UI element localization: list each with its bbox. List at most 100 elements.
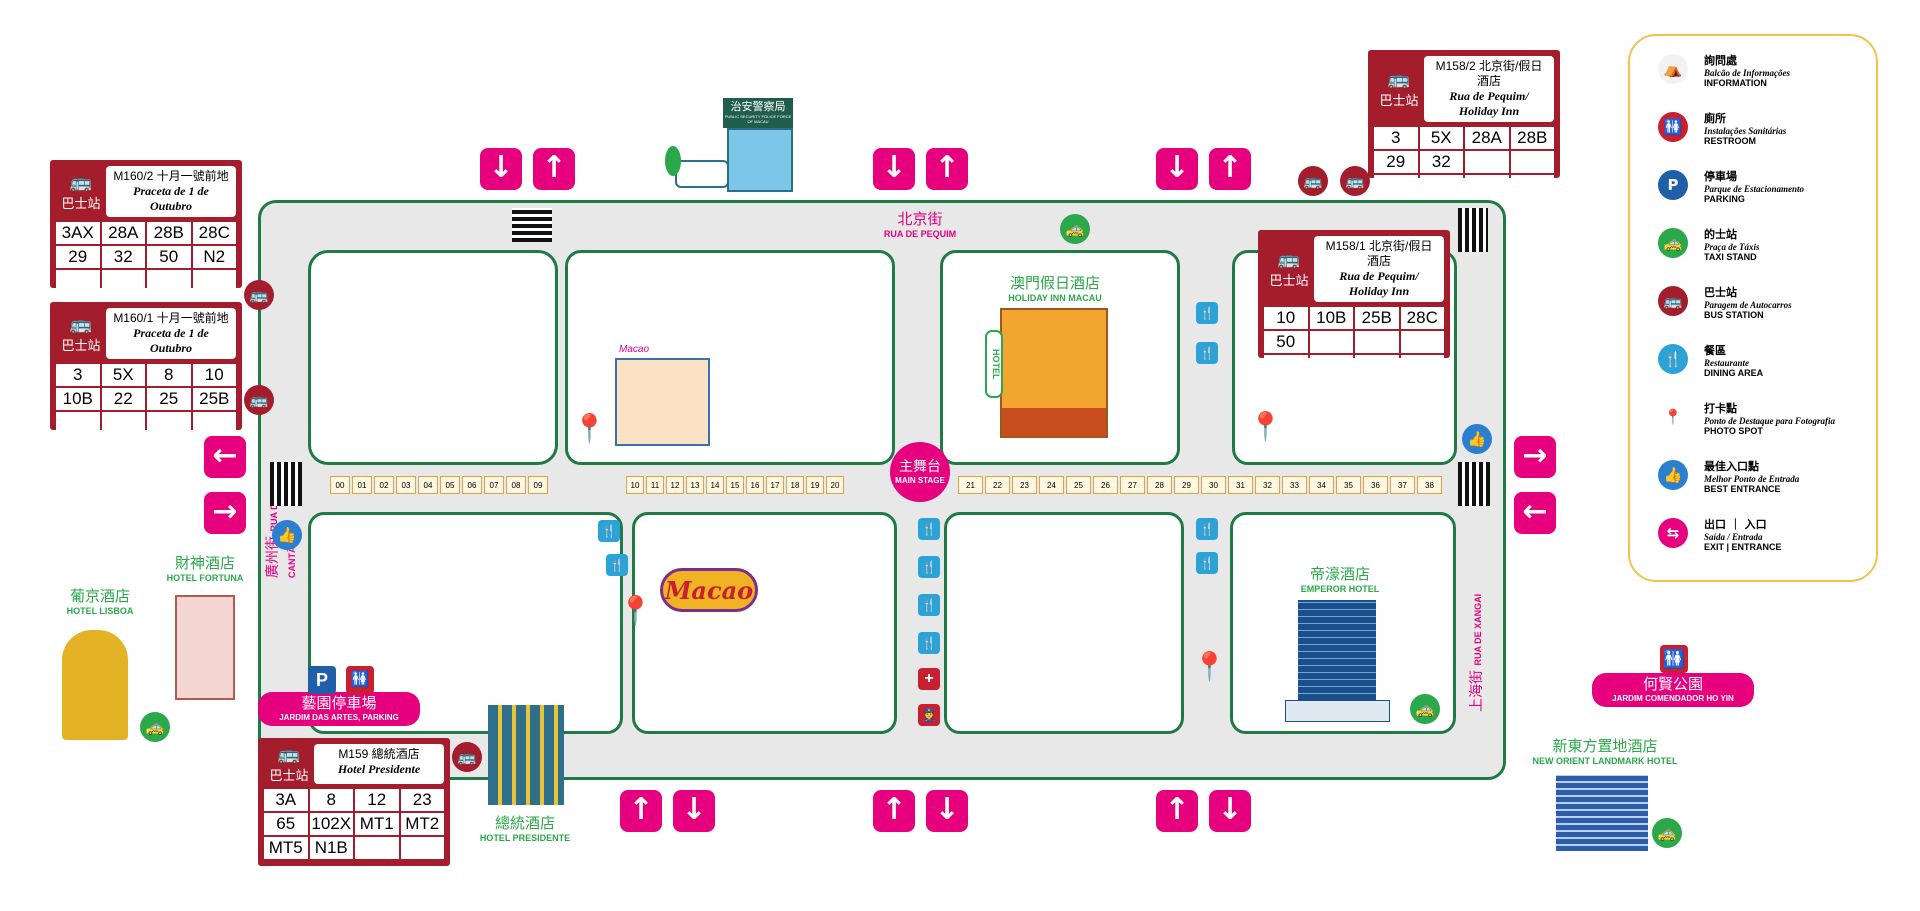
entrance-arrow-bottom-2[interactable]: ↑ bbox=[873, 790, 915, 832]
ho-yin-park[interactable]: 何賢公園 JARDIM COMENDADOR HO YIN bbox=[1592, 673, 1754, 707]
bus-label: 巴士站 bbox=[61, 196, 101, 212]
new-orient-building[interactable] bbox=[1556, 775, 1648, 851]
stall-33[interactable]: 33 bbox=[1282, 476, 1307, 494]
photo-spot-icon[interactable]: 📍 bbox=[1248, 411, 1283, 442]
fortuna-building[interactable] bbox=[175, 595, 235, 700]
entrance-arrow-top-1[interactable]: ↑ bbox=[533, 148, 575, 190]
exit-arrow-left[interactable]: ← bbox=[204, 436, 246, 478]
entrance-arrow-top-2[interactable]: ↑ bbox=[926, 148, 968, 190]
entrance-arrow-bottom-1[interactable]: ↑ bbox=[620, 790, 662, 832]
stall-24[interactable]: 24 bbox=[1039, 476, 1064, 494]
route-cell bbox=[1355, 331, 1399, 353]
macao-sign-photo-spot[interactable]: Macao bbox=[660, 568, 758, 612]
taxi-stand-icon[interactable]: 🚕 bbox=[1410, 694, 1440, 724]
best-entrance-icon: 👍 bbox=[1656, 458, 1690, 492]
parking-arts-garden[interactable]: 藝園停車場 JARDIM DAS ARTES, PARKING bbox=[258, 692, 420, 726]
taxi-stand-icon: 🚕 bbox=[1656, 226, 1690, 260]
stall-06[interactable]: 06 bbox=[462, 476, 482, 494]
stall-15[interactable]: 15 bbox=[726, 476, 744, 494]
parking-icon: P bbox=[1656, 168, 1690, 202]
emperor-building[interactable] bbox=[1298, 600, 1376, 700]
best-entrance-icon[interactable]: 👍 bbox=[1462, 424, 1492, 454]
stall-08[interactable]: 08 bbox=[506, 476, 526, 494]
photo-spot-icon[interactable]: 📍 bbox=[618, 595, 653, 626]
stall-03[interactable]: 03 bbox=[396, 476, 416, 494]
stall-01[interactable]: 01 bbox=[352, 476, 372, 494]
stall-09[interactable]: 09 bbox=[528, 476, 548, 494]
best-entrance-icon[interactable]: 👍 bbox=[272, 520, 302, 550]
stall-20[interactable]: 20 bbox=[826, 476, 844, 494]
stall-23[interactable]: 23 bbox=[1012, 476, 1037, 494]
stall-34[interactable]: 34 bbox=[1309, 476, 1334, 494]
stall-30[interactable]: 30 bbox=[1201, 476, 1226, 494]
presidente-building[interactable] bbox=[488, 705, 564, 805]
route-cell bbox=[1400, 355, 1444, 377]
taxi-stand-icon[interactable]: 🚕 bbox=[1652, 818, 1682, 848]
stall-38[interactable]: 38 bbox=[1417, 476, 1442, 494]
stall-35[interactable]: 35 bbox=[1336, 476, 1361, 494]
stall-05[interactable]: 05 bbox=[440, 476, 460, 494]
macao-kiosk[interactable]: Macao bbox=[615, 344, 710, 446]
holiday-inn-building[interactable] bbox=[1000, 308, 1108, 438]
main-stage[interactable]: 主舞台 MAIN STAGE bbox=[890, 442, 950, 502]
photo-spot-icon[interactable]: 📍 bbox=[572, 413, 607, 444]
stall-28[interactable]: 28 bbox=[1147, 476, 1172, 494]
bus-station-icon[interactable]: 🚌 bbox=[244, 385, 274, 415]
emperor-label: 帝濠酒店 EMPEROR HOTEL bbox=[1285, 563, 1395, 594]
stall-26[interactable]: 26 bbox=[1093, 476, 1118, 494]
stall-17[interactable]: 17 bbox=[766, 476, 784, 494]
entrance-arrow-right[interactable]: → bbox=[1514, 436, 1556, 478]
stall-36[interactable]: 36 bbox=[1363, 476, 1388, 494]
stall-19[interactable]: 19 bbox=[806, 476, 824, 494]
stall-07[interactable]: 07 bbox=[484, 476, 504, 494]
route-cell: 5X bbox=[101, 364, 145, 386]
stall-12[interactable]: 12 bbox=[666, 476, 684, 494]
exit-arrow-bottom-3[interactable]: ↓ bbox=[1209, 790, 1251, 832]
entrance-arrow-top-3[interactable]: ↑ bbox=[1209, 148, 1251, 190]
stall-04[interactable]: 04 bbox=[418, 476, 438, 494]
police-building[interactable]: 治安警察局 PUBLIC SECURITY POLICE FORCE OF MA… bbox=[665, 98, 795, 198]
route-cell: 29 bbox=[1374, 151, 1418, 173]
stall-13[interactable]: 13 bbox=[686, 476, 704, 494]
stall-31[interactable]: 31 bbox=[1228, 476, 1253, 494]
exit-arrow-bottom-1[interactable]: ↓ bbox=[673, 790, 715, 832]
stall-00[interactable]: 00 bbox=[330, 476, 350, 494]
entrance-arrow-left[interactable]: → bbox=[204, 492, 246, 534]
holiday-inn-cn: 澳門假日酒店 bbox=[1009, 274, 1100, 292]
legend-pt: Instalações Sanitárias bbox=[1704, 126, 1787, 136]
exit-arrow-bottom-2[interactable]: ↓ bbox=[926, 790, 968, 832]
stall-16[interactable]: 16 bbox=[746, 476, 764, 494]
exit-arrow-top-1[interactable]: ↓ bbox=[480, 148, 522, 190]
exit-arrow-top-3[interactable]: ↓ bbox=[1156, 148, 1198, 190]
stall-37[interactable]: 37 bbox=[1390, 476, 1415, 494]
stall-10[interactable]: 10 bbox=[626, 476, 644, 494]
bus-station-icon[interactable]: 🚌 bbox=[1340, 166, 1370, 196]
taxi-stand-icon[interactable]: 🚕 bbox=[140, 712, 170, 742]
stall-27[interactable]: 27 bbox=[1120, 476, 1145, 494]
bus-station-icon[interactable]: 🚌 bbox=[244, 280, 274, 310]
stall-18[interactable]: 18 bbox=[786, 476, 804, 494]
stall-25[interactable]: 25 bbox=[1066, 476, 1091, 494]
stall-22[interactable]: 22 bbox=[985, 476, 1010, 494]
stall-21[interactable]: 21 bbox=[958, 476, 983, 494]
bus-station-icon[interactable]: 🚌 bbox=[452, 742, 482, 772]
photo-spot-icon[interactable]: 📍 bbox=[1192, 651, 1227, 682]
exit-arrow-top-2[interactable]: ↓ bbox=[873, 148, 915, 190]
stall-32[interactable]: 32 bbox=[1255, 476, 1280, 494]
stall-29[interactable]: 29 bbox=[1174, 476, 1199, 494]
bus-station-icon[interactable]: 🚌 bbox=[1298, 166, 1328, 196]
lisboa-building[interactable] bbox=[62, 630, 128, 740]
entrance-arrow-bottom-3[interactable]: ↑ bbox=[1156, 790, 1198, 832]
stall-14[interactable]: 14 bbox=[706, 476, 724, 494]
stall-11[interactable]: 11 bbox=[646, 476, 664, 494]
exit-arrow-right[interactable]: ← bbox=[1514, 492, 1556, 534]
stall-02[interactable]: 02 bbox=[374, 476, 394, 494]
taxi-stand-icon[interactable]: 🚕 bbox=[1060, 214, 1090, 244]
